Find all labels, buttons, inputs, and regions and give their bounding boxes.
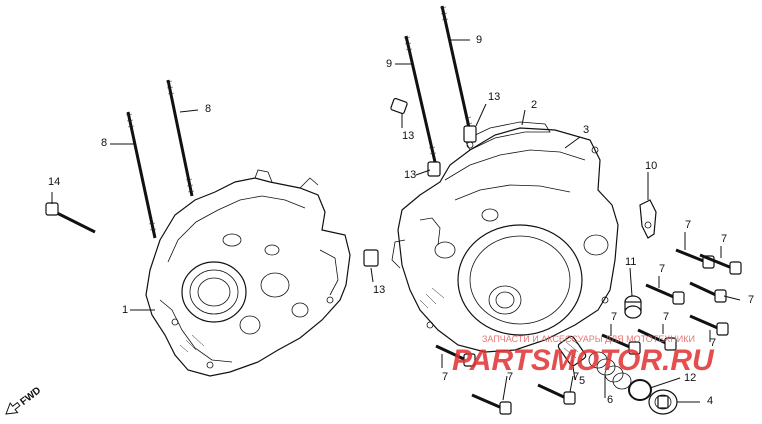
callout-3: 3 [583, 124, 589, 136]
callout-7a: 7 [685, 219, 691, 231]
stud-bolt-8b [125, 111, 157, 239]
right-crankcase [391, 127, 619, 353]
fwd-indicator: FWD [5, 385, 44, 415]
spring-6 [588, 351, 632, 390]
callout-10: 10 [645, 160, 657, 172]
callout-13a: 13 [488, 91, 500, 103]
stud-bolt-9b [403, 35, 437, 163]
callout-7g: 7 [710, 337, 716, 349]
callout-14: 14 [48, 176, 60, 188]
strainer-screen-5 [557, 335, 587, 367]
callout-13d: 13 [373, 284, 385, 296]
dowel-pin-13a [463, 125, 477, 143]
fwd-label: FWD [19, 385, 44, 408]
callout-7f: 7 [611, 311, 617, 323]
bracket-10 [639, 199, 657, 239]
callout-11: 11 [625, 256, 636, 268]
callout-labels: 1 2 3 4 5 6 7 7 7 7 7 7 7 7 7 7 8 8 9 9 … [48, 34, 754, 407]
callout-7j: 7 [573, 371, 579, 383]
dowel-pin-13b [390, 97, 408, 115]
callout-9a: 9 [476, 34, 482, 46]
o-ring-12 [628, 379, 652, 401]
watermark-logo: PARTSMOTOR.RU [452, 344, 715, 377]
callout-7e: 7 [663, 311, 669, 323]
fwd-arrow-icon [5, 401, 21, 415]
callout-7b: 7 [721, 233, 727, 245]
callout-7h: 7 [442, 371, 448, 383]
callout-7d: 7 [748, 294, 754, 306]
callout-13c: 13 [404, 169, 416, 181]
callout-2: 2 [531, 99, 537, 111]
callout-12: 12 [684, 372, 696, 384]
callout-7i: 7 [507, 371, 513, 383]
bolt-14 [45, 202, 96, 234]
callout-13b: 13 [402, 130, 414, 142]
bolt-7-group [435, 248, 742, 415]
watermark-subtext: ЗАПЧАСТИ И АКСЕССУАРЫ ДЛЯ МОТОТЕХНИКИ [482, 334, 695, 344]
stud-bolt-8a [165, 79, 195, 197]
stud-bolt-9a [439, 5, 473, 133]
callout-5: 5 [579, 375, 585, 387]
callout-4: 4 [707, 395, 713, 407]
callout-6: 6 [607, 394, 613, 406]
leader-lines [51, 39, 741, 403]
gasket [464, 121, 551, 151]
watermark: ЗАПЧАСТИ И АКСЕССУАРЫ ДЛЯ МОТОТЕХНИКИ PA… [452, 334, 715, 377]
callout-9b: 9 [386, 58, 392, 70]
collar-11 [624, 295, 642, 319]
left-crankcase [145, 169, 351, 377]
dowel-pin-13c [427, 161, 441, 177]
callout-1: 1 [122, 304, 128, 316]
callout-8b: 8 [101, 137, 107, 149]
callout-7c: 7 [659, 263, 665, 275]
dowel-pin-13d [363, 249, 379, 267]
callout-8a: 8 [205, 103, 211, 115]
drain-cap-4 [648, 389, 678, 415]
